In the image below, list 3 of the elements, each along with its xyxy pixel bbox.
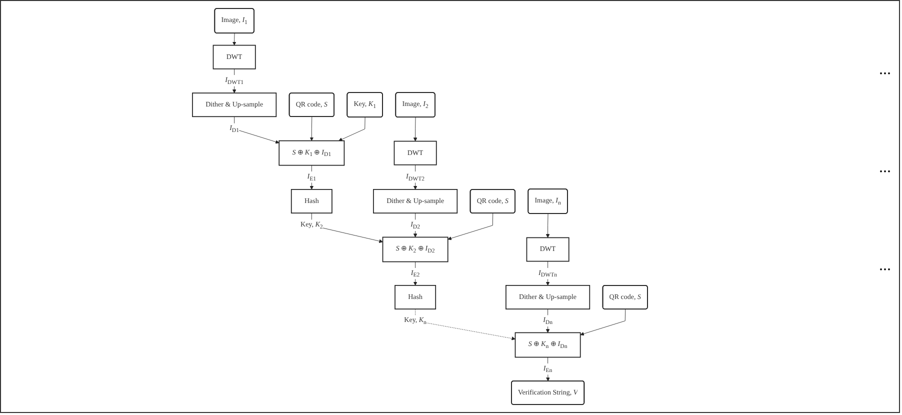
- ellipsis-text: ...: [879, 257, 891, 275]
- ellipsis-text: ...: [879, 159, 891, 177]
- ellipsis-text: ...: [879, 61, 891, 79]
